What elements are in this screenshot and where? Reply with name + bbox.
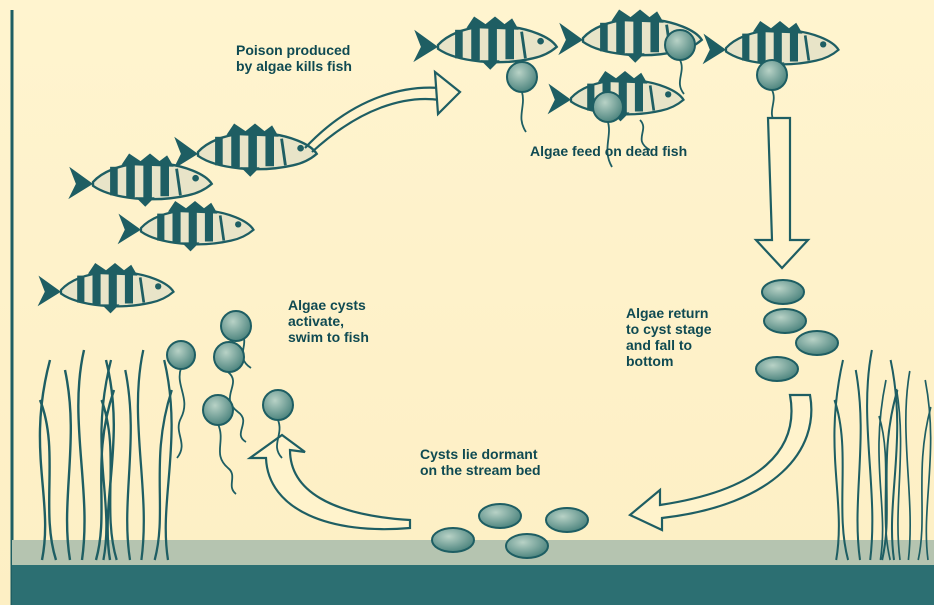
arrow-to-stream-bed	[630, 395, 811, 530]
label-cysts-activate: Algae cysts activate, swim to fish	[288, 297, 369, 345]
label-poison-kills-fish: Poison produced by algae kills fish	[236, 42, 352, 74]
falling-cysts	[756, 280, 838, 381]
water-weeds-right	[834, 350, 930, 560]
arrow-to-activation	[250, 435, 410, 529]
label-return-to-cyst: Algae return to cyst stage and fall to b…	[626, 305, 712, 369]
healthy-fish-group	[38, 124, 317, 314]
activating-cyst-cells	[167, 311, 293, 425]
arrow-down-right	[756, 118, 808, 268]
label-algae-feed: Algae feed on dead fish	[530, 143, 687, 159]
label-cysts-dormant: Cysts lie dormant on the stream bed	[420, 446, 541, 478]
stream-bed	[12, 565, 934, 605]
water-weeds-left	[40, 350, 172, 560]
arrow-to-dead-fish	[305, 88, 440, 148]
